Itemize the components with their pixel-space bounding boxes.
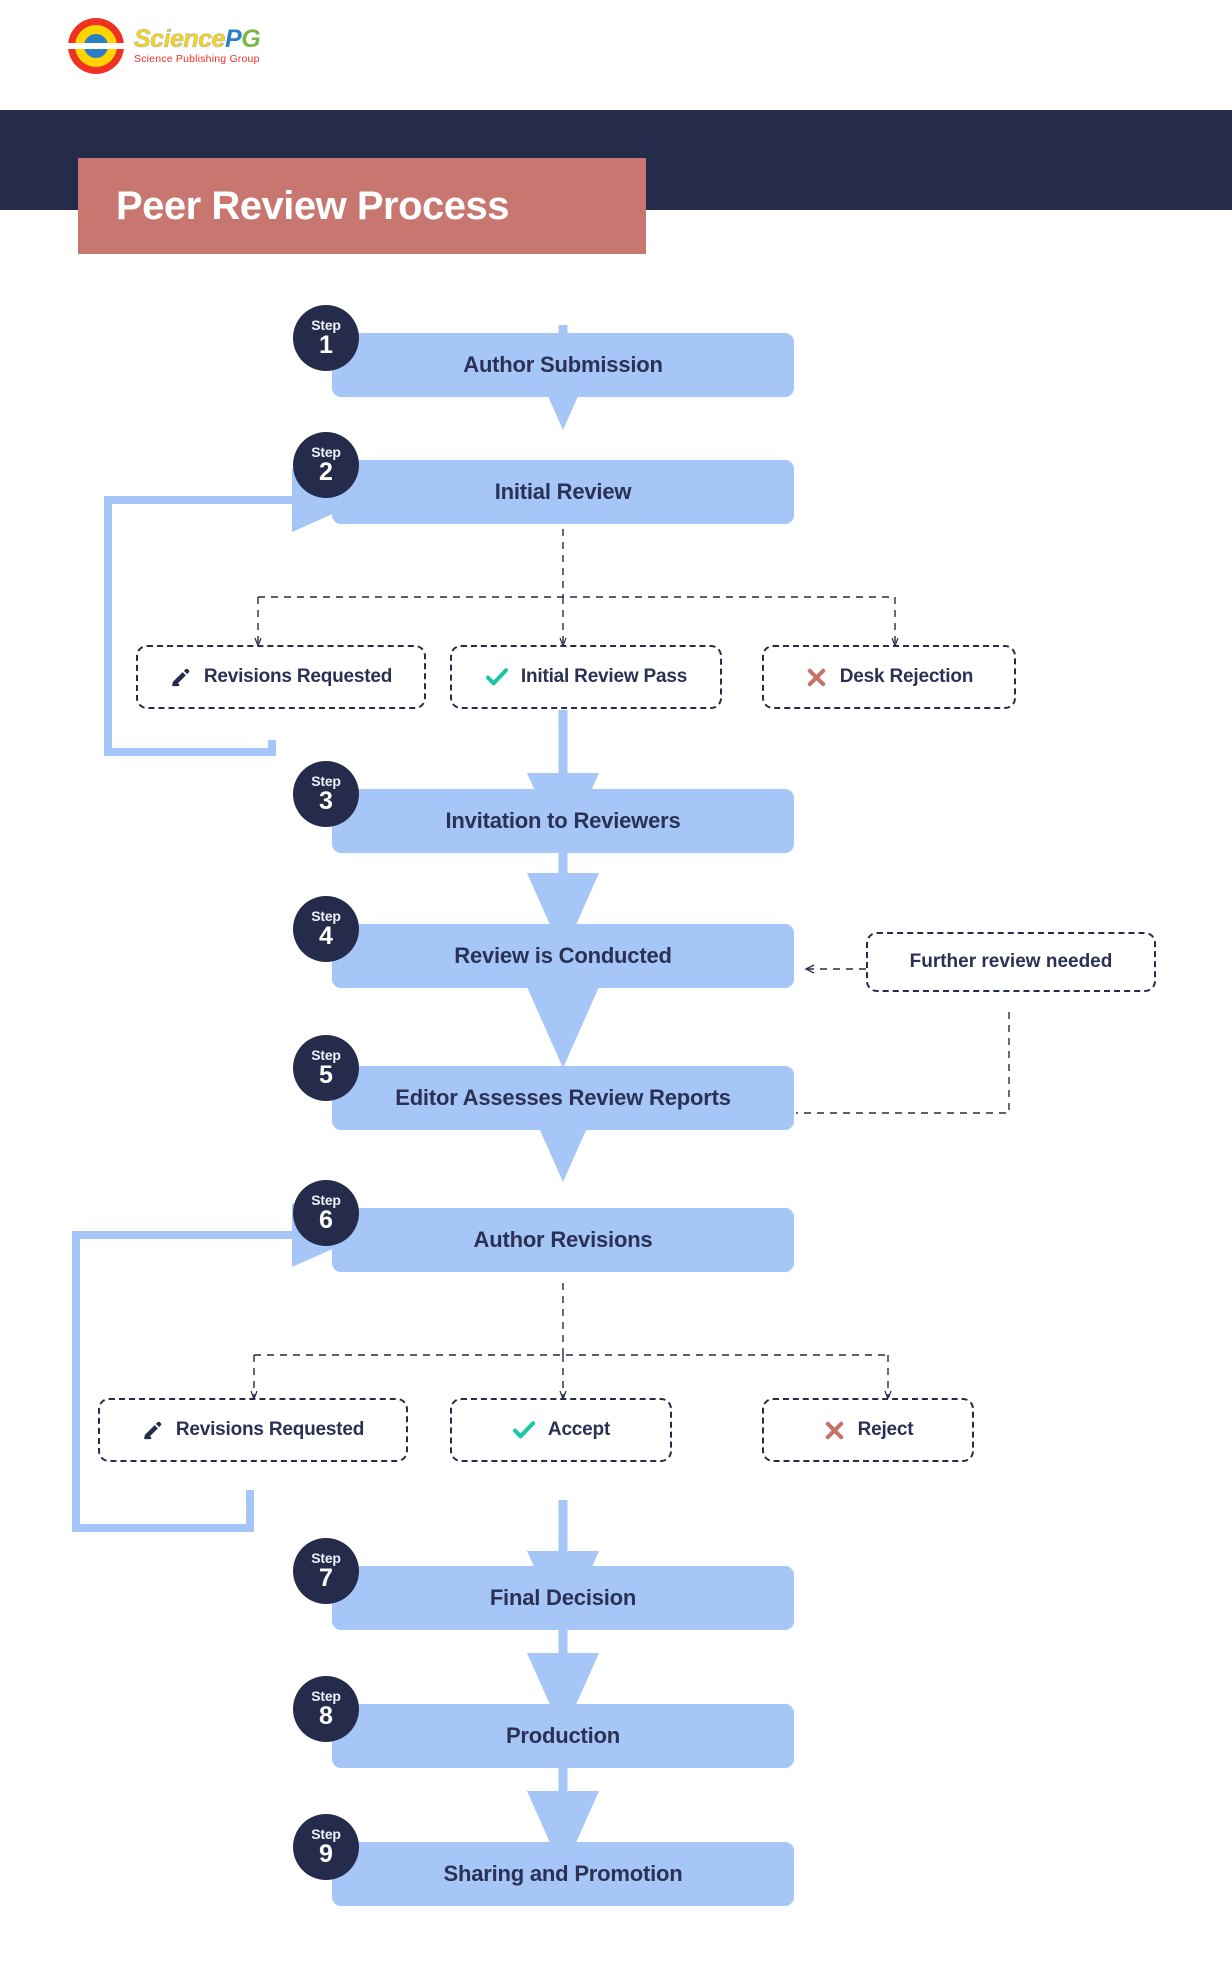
outcome-chip-revisions-requested-1[interactable]: Revisions Requested [136, 645, 426, 709]
step-number-2: 2 [319, 458, 333, 486]
pencil-icon [170, 666, 192, 688]
outcome-chip-reject[interactable]: Reject [762, 1398, 974, 1462]
logo-title-science: Science [134, 25, 226, 54]
outcome-chip-desk-rejection[interactable]: Desk Rejection [762, 645, 1016, 709]
step-number-4: 4 [319, 922, 333, 950]
logo-bar: SciencePG Science Publishing Group [0, 0, 1232, 110]
check-icon [485, 665, 509, 689]
outcome-label: Revisions Requested [175, 1419, 365, 1440]
note-chip-further-review-needed[interactable]: Further review needed [866, 932, 1156, 992]
step-label-3: Invitation to Reviewers [445, 808, 681, 833]
feedback-loop-revisions-to-step2 [104, 468, 364, 756]
step-label-6: Author Revisions [473, 1227, 653, 1252]
step-bar-4[interactable]: Review is Conducted [332, 924, 794, 988]
step-label-1: Author Submission [463, 352, 663, 377]
step-bar-5[interactable]: Editor Assesses Review Reports [332, 1066, 794, 1130]
step-bar-9[interactable]: Sharing and Promotion [332, 1842, 794, 1906]
feedback-loop-revisions-to-step6 [72, 1203, 364, 1532]
note-label: Further review needed [909, 951, 1113, 972]
step-bar-7[interactable]: Final Decision [332, 1566, 794, 1630]
outcome-label: Reject [857, 1419, 914, 1440]
step-badge-2: Step 2 [293, 432, 359, 498]
step-label-5: Editor Assesses Review Reports [395, 1085, 731, 1110]
logo-title: SciencePG [134, 25, 261, 54]
step-badge-3: Step 3 [293, 761, 359, 827]
step-word-1: Step [311, 317, 341, 333]
step-number-5: 5 [319, 1061, 333, 1089]
step-number-7: 7 [319, 1564, 333, 1592]
step-label-9: Sharing and Promotion [443, 1861, 683, 1886]
cross-icon [823, 1419, 846, 1442]
page-title: Peer Review Process [116, 183, 509, 228]
step-bar-3[interactable]: Invitation to Reviewers [332, 789, 794, 853]
step-word-8: Step [311, 1688, 341, 1704]
outcome-chip-accept[interactable]: Accept [450, 1398, 672, 1462]
brand-logo[interactable]: SciencePG Science Publishing Group [68, 18, 261, 74]
step-word-6: Step [311, 1192, 341, 1208]
outcome-chip-revisions-requested-2[interactable]: Revisions Requested [98, 1398, 408, 1462]
step-bar-6[interactable]: Author Revisions [332, 1208, 794, 1272]
step-label-2: Initial Review [494, 479, 632, 504]
outcome-label: Initial Review Pass [520, 666, 688, 687]
outcome-label: Revisions Requested [203, 666, 393, 687]
step-word-3: Step [311, 773, 341, 789]
step-badge-6: Step 6 [293, 1180, 359, 1246]
outcome-label: Accept [547, 1419, 611, 1440]
step-label-4: Review is Conducted [454, 943, 672, 968]
step-word-2: Step [311, 444, 341, 460]
outcome-chip-initial-review-pass[interactable]: Initial Review Pass [450, 645, 722, 709]
step-badge-5: Step 5 [293, 1035, 359, 1101]
pencil-icon [142, 1419, 164, 1441]
step-number-1: 1 [319, 331, 333, 359]
dashed-step5-to-note [796, 1012, 1010, 1114]
step-badge-1: Step 1 [293, 305, 359, 371]
step-word-4: Step [311, 908, 341, 924]
step-word-9: Step [311, 1826, 341, 1842]
step-number-8: 8 [319, 1702, 333, 1730]
step-number-6: 6 [319, 1206, 333, 1234]
step-badge-8: Step 8 [293, 1676, 359, 1742]
page-title-plate: Peer Review Process [78, 158, 646, 254]
step-badge-9: Step 9 [293, 1814, 359, 1880]
step-badge-4: Step 4 [293, 896, 359, 962]
step-label-8: Production [505, 1723, 621, 1748]
logo-wordmark: SciencePG Science Publishing Group [134, 25, 261, 66]
step-word-5: Step [311, 1047, 341, 1063]
step-word-7: Step [311, 1550, 341, 1566]
logo-title-g: G [241, 25, 261, 54]
step-number-3: 3 [319, 787, 333, 815]
logo-subtitle: Science Publishing Group [134, 53, 260, 66]
sciencepg-target-logo-icon [68, 18, 124, 74]
step-bar-1[interactable]: Author Submission [332, 333, 794, 397]
step-bar-8[interactable]: Production [332, 1704, 794, 1768]
check-icon [512, 1418, 536, 1442]
step-badge-7: Step 7 [293, 1538, 359, 1604]
logo-slash-decoration [68, 43, 124, 49]
logo-title-p: P [225, 25, 242, 54]
outcome-label: Desk Rejection [839, 666, 974, 687]
step-bar-2[interactable]: Initial Review [332, 460, 794, 524]
step-number-9: 9 [319, 1840, 333, 1868]
cross-icon [805, 666, 828, 689]
step-label-7: Final Decision [489, 1585, 637, 1610]
